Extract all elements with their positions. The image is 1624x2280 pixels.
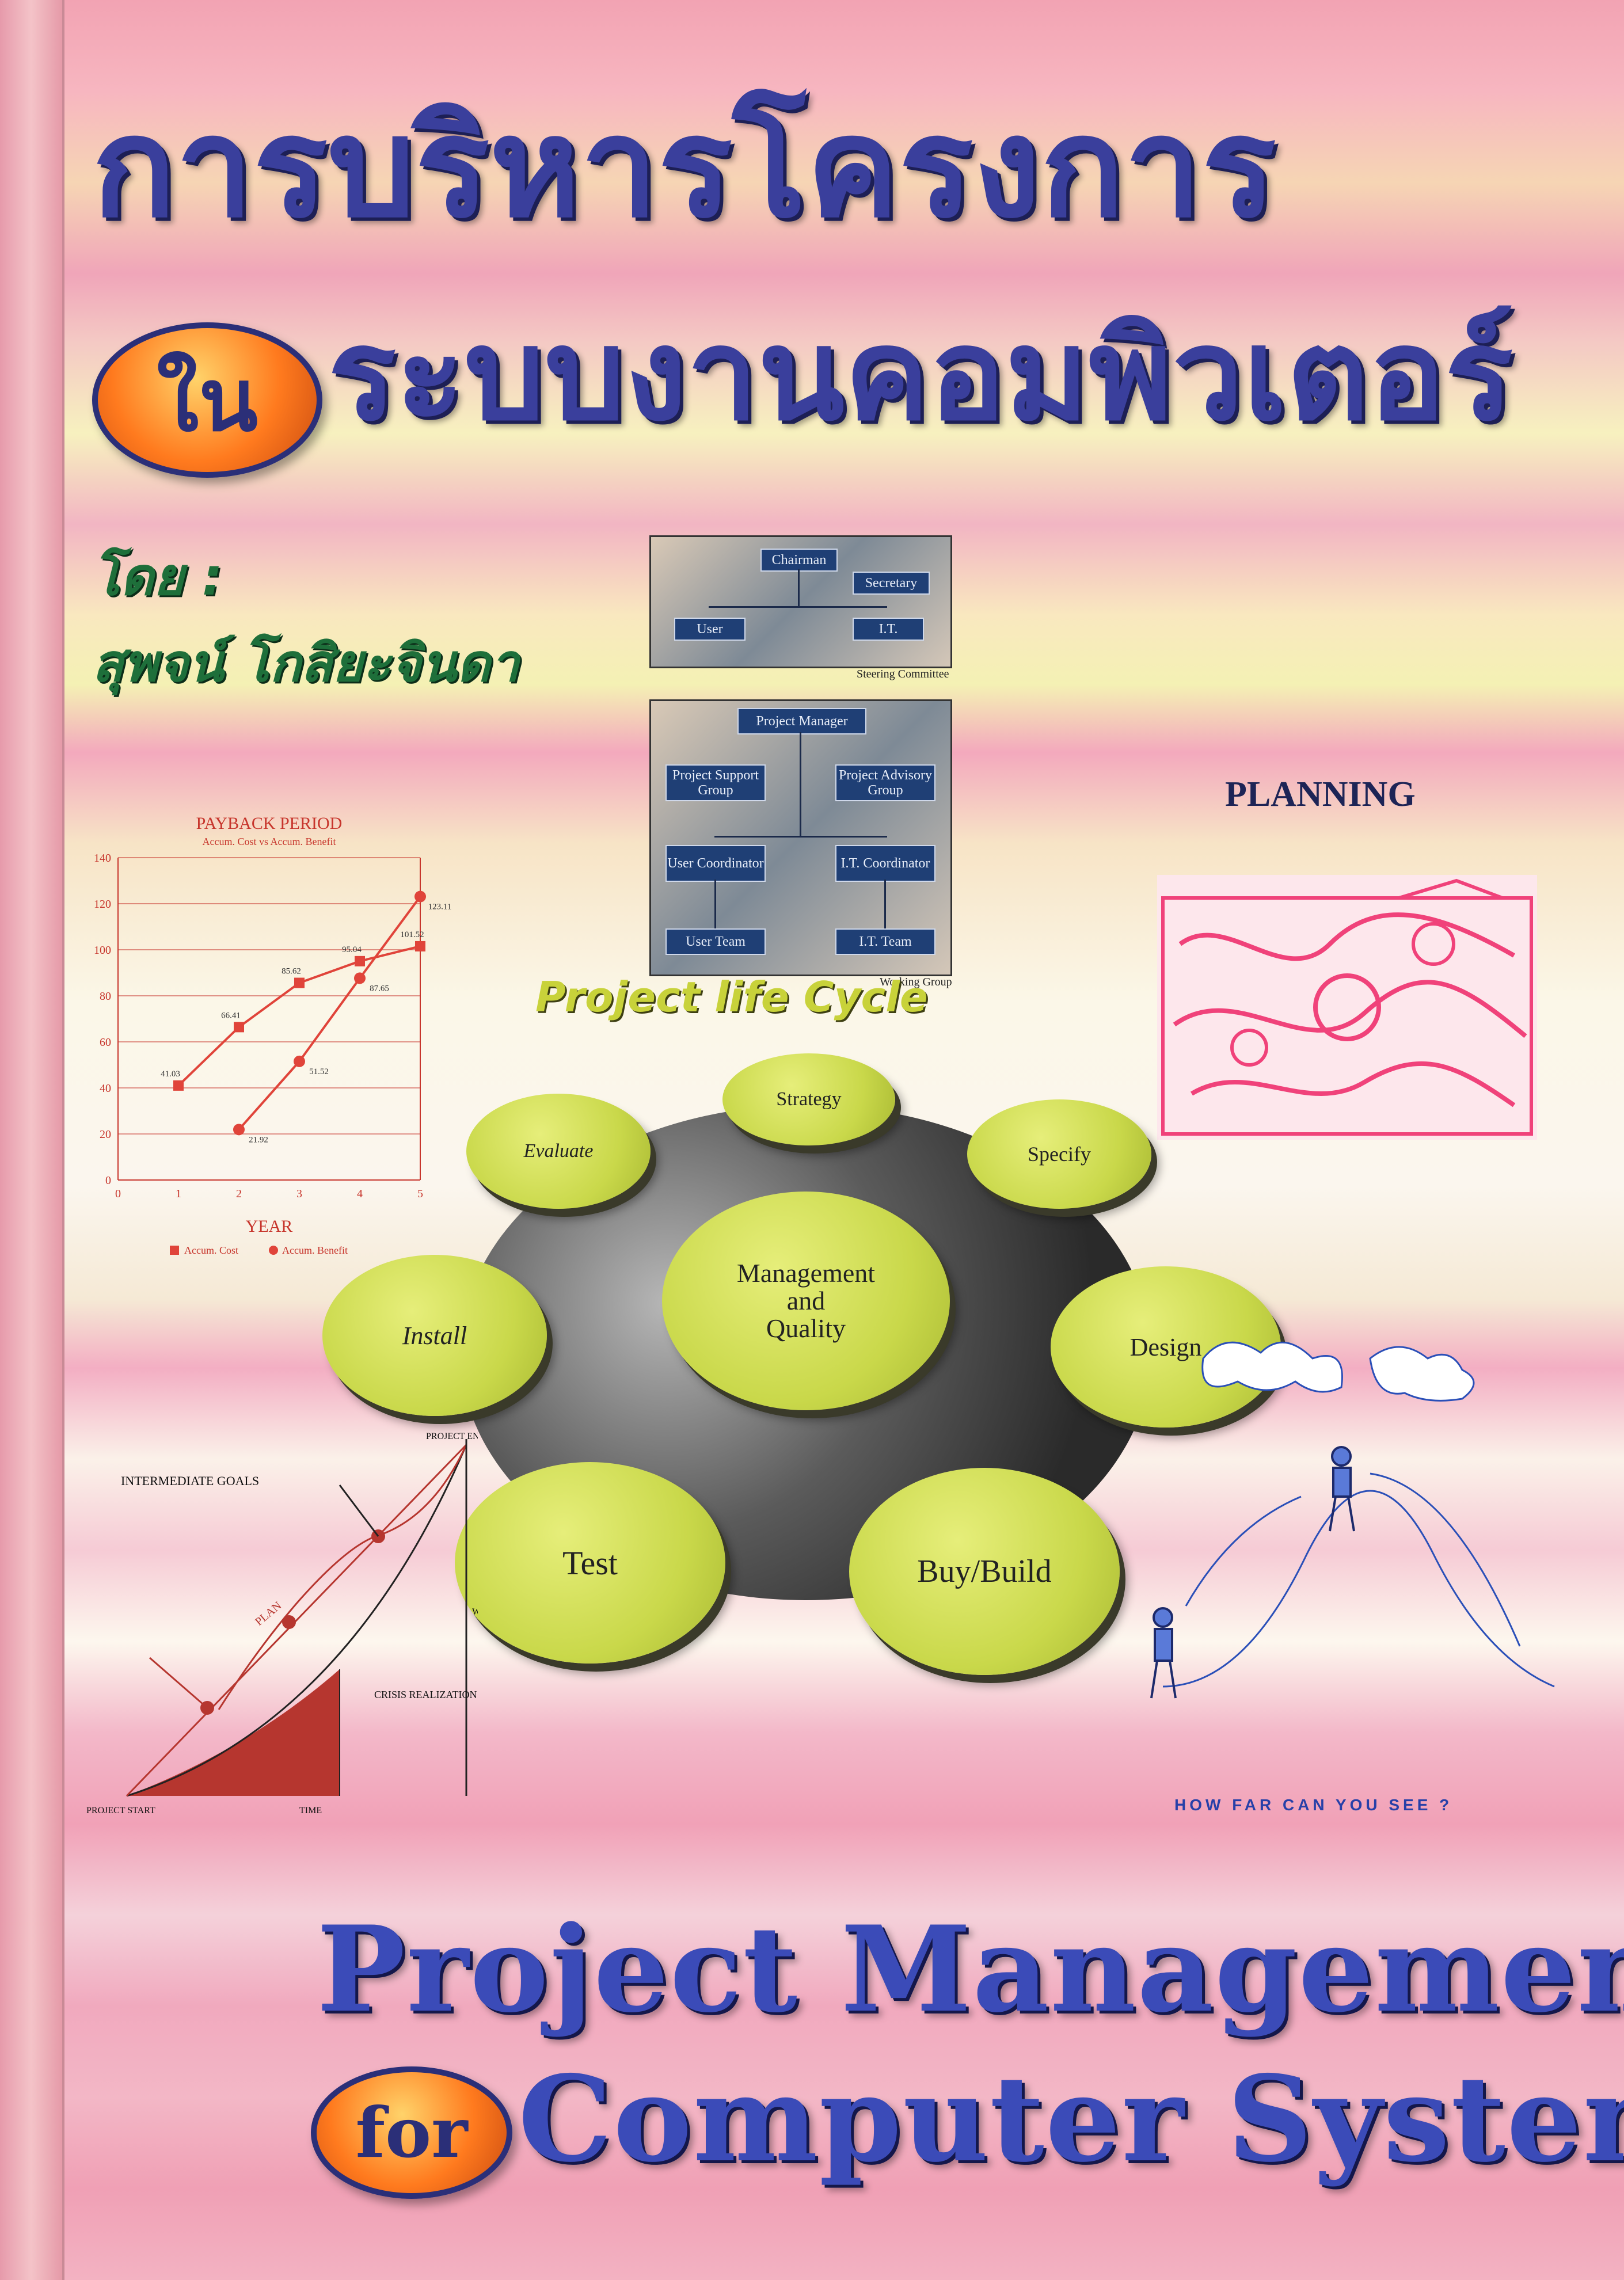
data-label: 87.65: [370, 984, 389, 993]
data-label: 123.11: [428, 903, 452, 912]
planning-label: PLANNING: [1225, 775, 1416, 814]
spine-edge: [62, 0, 64, 2280]
point-marker-benefit: [354, 972, 366, 984]
for-text: for: [355, 2092, 468, 2174]
center-line-3: Quality: [766, 1314, 846, 1343]
x-axis-label: YEAR: [246, 1217, 293, 1236]
org-box-it-coordinator: I.T. Coordinator: [835, 845, 935, 882]
y-tick-label: 60: [100, 1036, 111, 1049]
chart-subtitle: Accum. Cost vs Accum. Benefit: [203, 836, 336, 847]
project-end-label: PROJECT END: [426, 1432, 478, 1441]
how-far-caption: HOW FAR CAN YOU SEE ?: [1174, 1796, 1453, 1814]
thai-in-badge: ใน: [92, 322, 322, 478]
org-box-it: I.T.: [853, 618, 924, 641]
org-box-advisory-group: Project Advisory Group: [835, 764, 935, 801]
point-marker-benefit: [414, 890, 426, 903]
x-tick-label: 5: [417, 1187, 423, 1200]
x-tick-label: 0: [115, 1187, 121, 1200]
author-label: โดย :: [92, 547, 223, 607]
working-group-caption: Working Group: [880, 976, 952, 988]
time-label: TIME: [299, 1806, 322, 1815]
x-tick-label: 2: [236, 1187, 242, 1200]
point-marker-cost: [355, 956, 365, 966]
point-marker-cost: [294, 977, 305, 988]
y-tick-label: 0: [105, 1174, 111, 1187]
data-label: 51.52: [309, 1067, 329, 1076]
thai-in-text: ใน: [157, 349, 258, 451]
org-box-support-group: Project Support Group: [665, 764, 766, 801]
data-label: 85.62: [282, 967, 301, 976]
legend-marker-cost: [170, 1246, 179, 1255]
point-marker-cost: [234, 1022, 244, 1033]
point-marker-benefit: [294, 1055, 305, 1067]
book-spine: [0, 0, 62, 2280]
stage-buy-build: Buy/Build: [849, 1468, 1120, 1675]
crisis-label: CRISIS REALIZATION: [374, 1689, 477, 1700]
y-tick-label: 80: [100, 990, 111, 1003]
x-tick-label: 3: [296, 1187, 302, 1200]
stage-specify: Specify: [967, 1099, 1151, 1209]
data-label: 41.03: [161, 1069, 180, 1079]
y-tick-label: 40: [100, 1082, 111, 1095]
chart-title: PAYBACK PERIOD: [196, 814, 343, 833]
series-line-1: [238, 896, 421, 1131]
intermediate-goals-label: INTERMEDIATE GOALS: [121, 1474, 259, 1488]
org-box-chairman: Chairman: [760, 549, 838, 572]
org-line: [709, 606, 887, 608]
lifecycle-center-bubble: Management and Quality: [662, 1192, 950, 1410]
data-label: 21.92: [249, 1135, 268, 1144]
org-box-project-manager: Project Manager: [737, 708, 866, 734]
planning-progress-diagram: INTERMEDIATE GOALS PROJECT END PLAN WORK…: [86, 1432, 478, 1815]
steering-committee-panel: Chairman Secretary User I.T.: [649, 535, 952, 668]
steering-committee-caption: Steering Committee: [857, 668, 949, 680]
project-start-label: PROJECT START: [86, 1806, 155, 1815]
payback-period-chart: PAYBACK PERIOD Accum. Cost vs Accum. Bene…: [94, 814, 452, 1256]
org-line: [884, 880, 886, 928]
point-marker-benefit: [233, 1124, 245, 1136]
thai-title-line1: การบริหารโครงการ: [92, 86, 1276, 248]
data-label: 95.04: [342, 945, 362, 954]
center-line-1: Management: [736, 1258, 876, 1288]
figure-top: [1329, 1446, 1355, 1532]
y-tick-label: 140: [94, 852, 111, 865]
stage-evaluate: Evaluate: [466, 1094, 651, 1209]
legend-label-cost: Accum. Cost: [184, 1244, 238, 1256]
project-life-cycle-title: Project life Cycle: [535, 973, 928, 1021]
org-box-user-team: User Team: [665, 928, 766, 955]
for-badge: for: [311, 2066, 512, 2199]
how-far-diagram: [1150, 1341, 1555, 1699]
work-label: WORK: [472, 1607, 478, 1617]
data-label: 66.41: [221, 1011, 241, 1020]
english-title-line2: Computer System: [518, 2050, 1624, 2188]
stage-strategy: Strategy: [722, 1053, 895, 1145]
working-group-panel: Project Manager Project Support Group Pr…: [649, 699, 952, 976]
org-line: [798, 569, 800, 606]
point-marker-cost: [173, 1080, 184, 1091]
english-title-line1: Project Management: [317, 1901, 1624, 2039]
y-tick-label: 100: [94, 944, 111, 957]
legend-label-benefit: Accum. Benefit: [282, 1244, 348, 1256]
org-line: [714, 880, 716, 928]
x-tick-label: 4: [357, 1187, 363, 1200]
org-box-user: User: [674, 618, 746, 641]
point-marker-cost: [415, 941, 425, 951]
stage-install: Install: [322, 1255, 547, 1416]
org-line: [714, 836, 887, 838]
org-box-secretary: Secretary: [853, 572, 930, 595]
author-name: สุพจน์ โกสิยะจินดา: [92, 633, 519, 694]
org-box-user-coordinator: User Coordinator: [665, 845, 766, 882]
thai-title-line2: ระบบงานคอมพิวเตอร์: [328, 299, 1513, 448]
x-tick-label: 1: [176, 1187, 181, 1200]
y-tick-label: 20: [100, 1128, 111, 1141]
legend-marker-benefit: [269, 1246, 278, 1255]
stage-test: Test: [455, 1462, 725, 1664]
org-line: [800, 732, 801, 836]
planning-illustration: [1157, 875, 1537, 1140]
figure-bottom: [1150, 1607, 1177, 1699]
center-line-2: and: [786, 1285, 826, 1315]
y-tick-label: 120: [94, 898, 111, 911]
org-box-it-team: I.T. Team: [835, 928, 935, 955]
data-label: 101.52: [400, 930, 424, 939]
